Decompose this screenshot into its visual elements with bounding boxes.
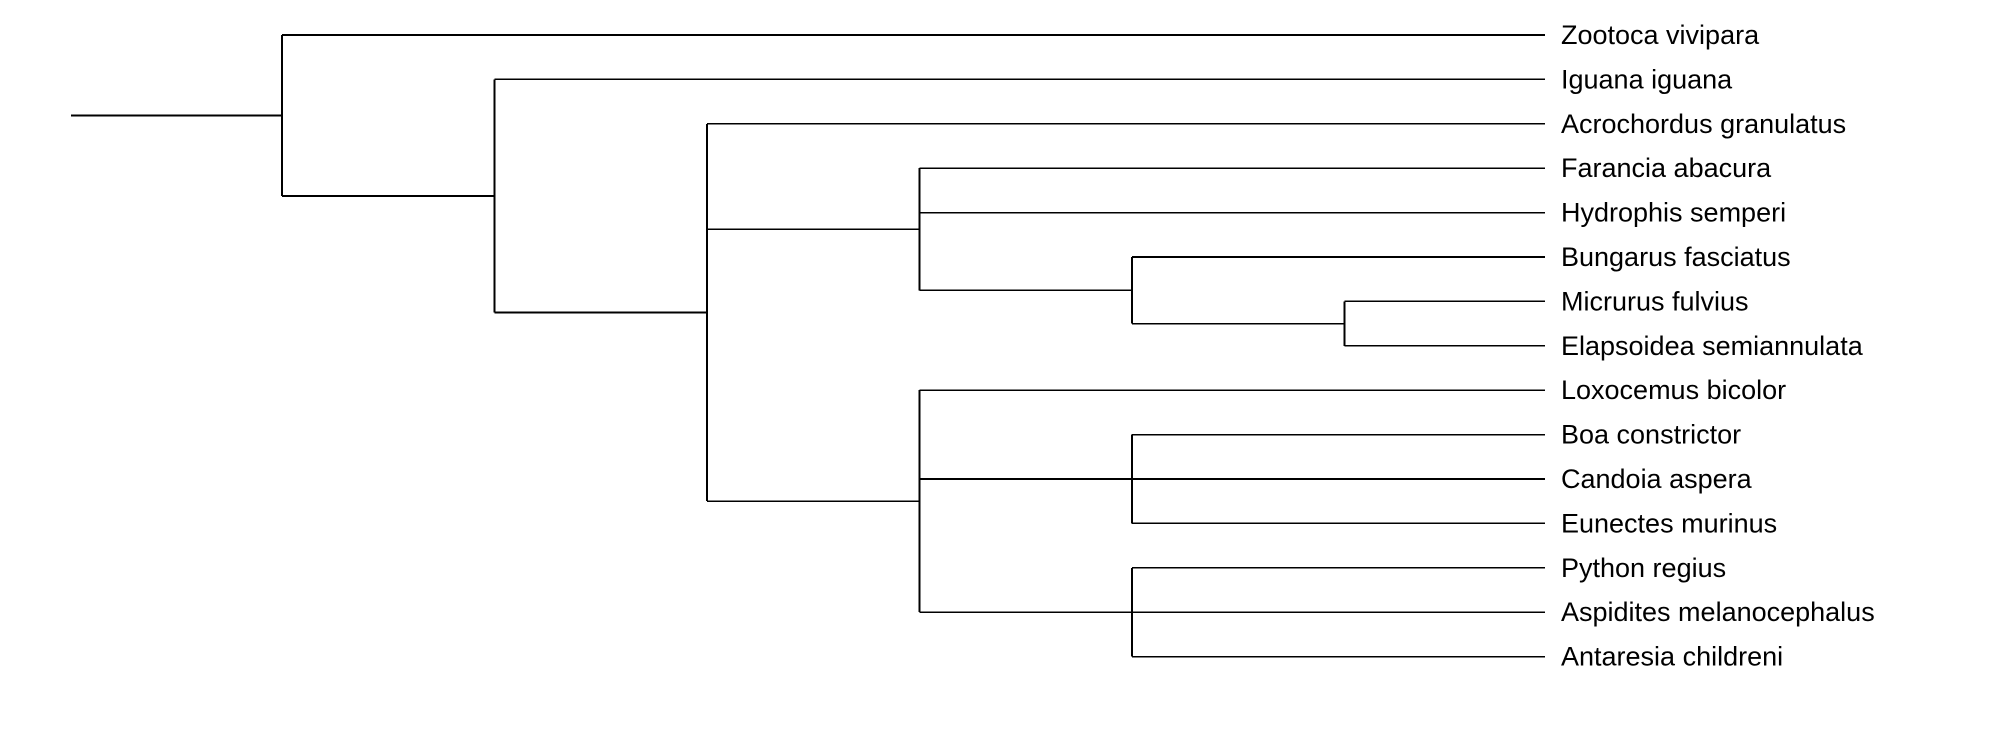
tip-label-python-regius: Python regius (1561, 553, 1726, 583)
tip-label-acrochordus-granulatus: Acrochordus granulatus (1561, 109, 1846, 139)
tip-label-farancia-abacura: Farancia abacura (1561, 153, 1772, 183)
tip-label-hydrophis-semperi: Hydrophis semperi (1561, 198, 1786, 228)
tip-label-antaresia-childreni: Antaresia childreni (1561, 642, 1783, 672)
tip-label-aspidites-melanocephalus: Aspidites melanocephalus (1561, 597, 1875, 627)
tip-label-iguana-iguana: Iguana iguana (1561, 64, 1733, 94)
tree-branches (71, 34, 1545, 658)
tip-label-zootoca-vivipara: Zootoca vivipara (1561, 20, 1760, 50)
tip-label-loxocemus-bicolor: Loxocemus bicolor (1561, 375, 1786, 405)
tip-label-boa-constrictor: Boa constrictor (1561, 420, 1741, 450)
tip-label-micrurus-fulvius: Micrurus fulvius (1561, 286, 1749, 316)
tip-label-eunectes-murinus: Eunectes murinus (1561, 508, 1777, 538)
tip-label-elapsoidea-semiannulata: Elapsoidea semiannulata (1561, 331, 1864, 361)
tip-label-candoia-aspera: Candoia aspera (1561, 464, 1753, 494)
tip-label-bungarus-fasciatus: Bungarus fasciatus (1561, 242, 1791, 272)
